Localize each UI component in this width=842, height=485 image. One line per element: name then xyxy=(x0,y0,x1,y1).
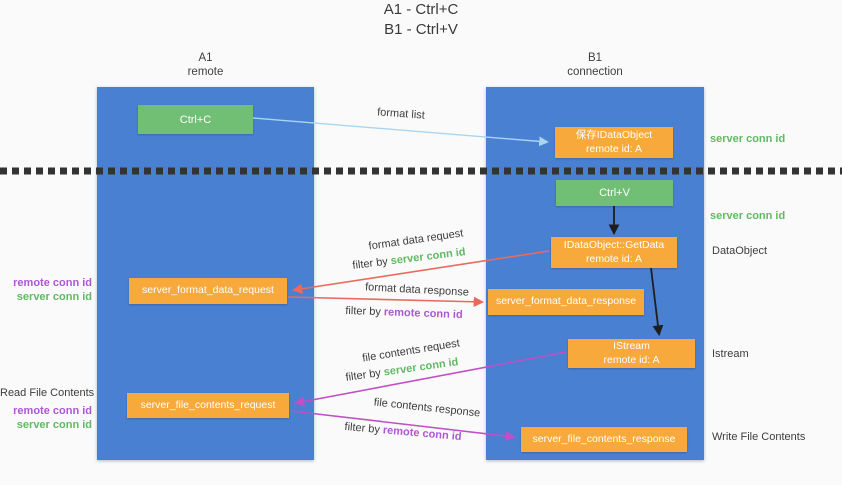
remote-conn-id-label: remote conn id xyxy=(13,405,92,417)
getdata-line2: remote id: A xyxy=(585,252,643,265)
server-conn-id-label: server conn id xyxy=(16,419,92,431)
server-conn-id-key: server conn id xyxy=(390,246,467,268)
filter-by-text: filter by xyxy=(344,420,384,437)
server-format-data-request-label: server_format_data_request xyxy=(142,284,274,297)
getdata-line1: IDataObject::GetData xyxy=(563,238,665,251)
server-conn-id-top-label: server conn id xyxy=(710,133,786,145)
column-b1-name: B1 xyxy=(587,52,603,64)
dataobject-label: DataObject xyxy=(712,245,768,257)
write-file-contents-label: Write File Contents xyxy=(712,431,806,443)
column-b1-header: B1 connection xyxy=(486,51,704,79)
server-file-contents-response-label: server_file_contents_response xyxy=(532,432,676,445)
column-b1-subtitle: connection xyxy=(567,66,623,78)
server-file-contents-request-node: server_file_contents_request xyxy=(127,393,289,418)
ctrl-c-label: Ctrl+C xyxy=(179,113,212,126)
ctrl-v-box: Ctrl+V xyxy=(556,180,673,206)
filter-by-text: filter by xyxy=(351,255,392,272)
title-line-1: A1 - Ctrl+C xyxy=(383,1,459,18)
column-a1-name: A1 xyxy=(198,52,213,64)
format-list-label: format list xyxy=(376,106,426,122)
save-dataobject-line1: 保存IDataObject xyxy=(575,128,653,141)
save-dataobject-node: 保存IDataObject remote id: A xyxy=(555,127,673,158)
format-data-response-filter-label: filter by remote conn id xyxy=(345,305,463,321)
server-file-contents-request-label: server_file_contents_request xyxy=(140,398,276,411)
save-dataobject-line2: remote id: A xyxy=(585,142,643,155)
left-bottom-label-block: Read File Contents remote conn id server… xyxy=(0,386,95,432)
getdata-node: IDataObject::GetData remote id: A xyxy=(551,237,677,268)
istream-label: Istream xyxy=(712,348,749,360)
remote-conn-id-key: remote conn id xyxy=(382,424,462,444)
remote-conn-id-key: remote conn id xyxy=(383,306,463,322)
server-conn-id-mid-label: server conn id xyxy=(710,210,786,222)
diagram-title: A1 - Ctrl+C B1 - Ctrl+V xyxy=(0,0,842,40)
server-format-data-response-node: server_format_data_response xyxy=(488,289,644,315)
column-a1-subtitle: remote xyxy=(187,66,224,78)
left-mid-label-block: remote conn id server conn id xyxy=(0,276,92,304)
ctrl-v-label: Ctrl+V xyxy=(599,187,630,199)
istream-line2: remote id: A xyxy=(603,353,660,366)
column-a1-header: A1 remote xyxy=(97,51,314,79)
remote-conn-id-label: remote conn id xyxy=(13,277,92,289)
title-line-2: B1 - Ctrl+V xyxy=(384,21,458,38)
server-format-data-response-label: server_format_data_response xyxy=(495,295,637,308)
istream-node: IStream remote id: A xyxy=(568,339,695,368)
file-contents-response-label: file contents response xyxy=(373,396,481,420)
ctrl-c-box: Ctrl+C xyxy=(138,105,253,134)
filter-by-text: filter by xyxy=(345,304,385,319)
istream-line1: IStream xyxy=(613,339,650,352)
server-format-data-request-node: server_format_data_request xyxy=(129,278,287,304)
format-data-response-label: format data response xyxy=(364,281,470,299)
read-file-contents-label: Read File Contents xyxy=(0,387,95,399)
server-conn-id-label: server conn id xyxy=(16,291,92,303)
file-contents-response-filter-label: filter by remote conn id xyxy=(344,421,462,443)
server-file-contents-response-node: server_file_contents_response xyxy=(521,427,687,452)
filter-by-text: filter by xyxy=(344,366,385,384)
